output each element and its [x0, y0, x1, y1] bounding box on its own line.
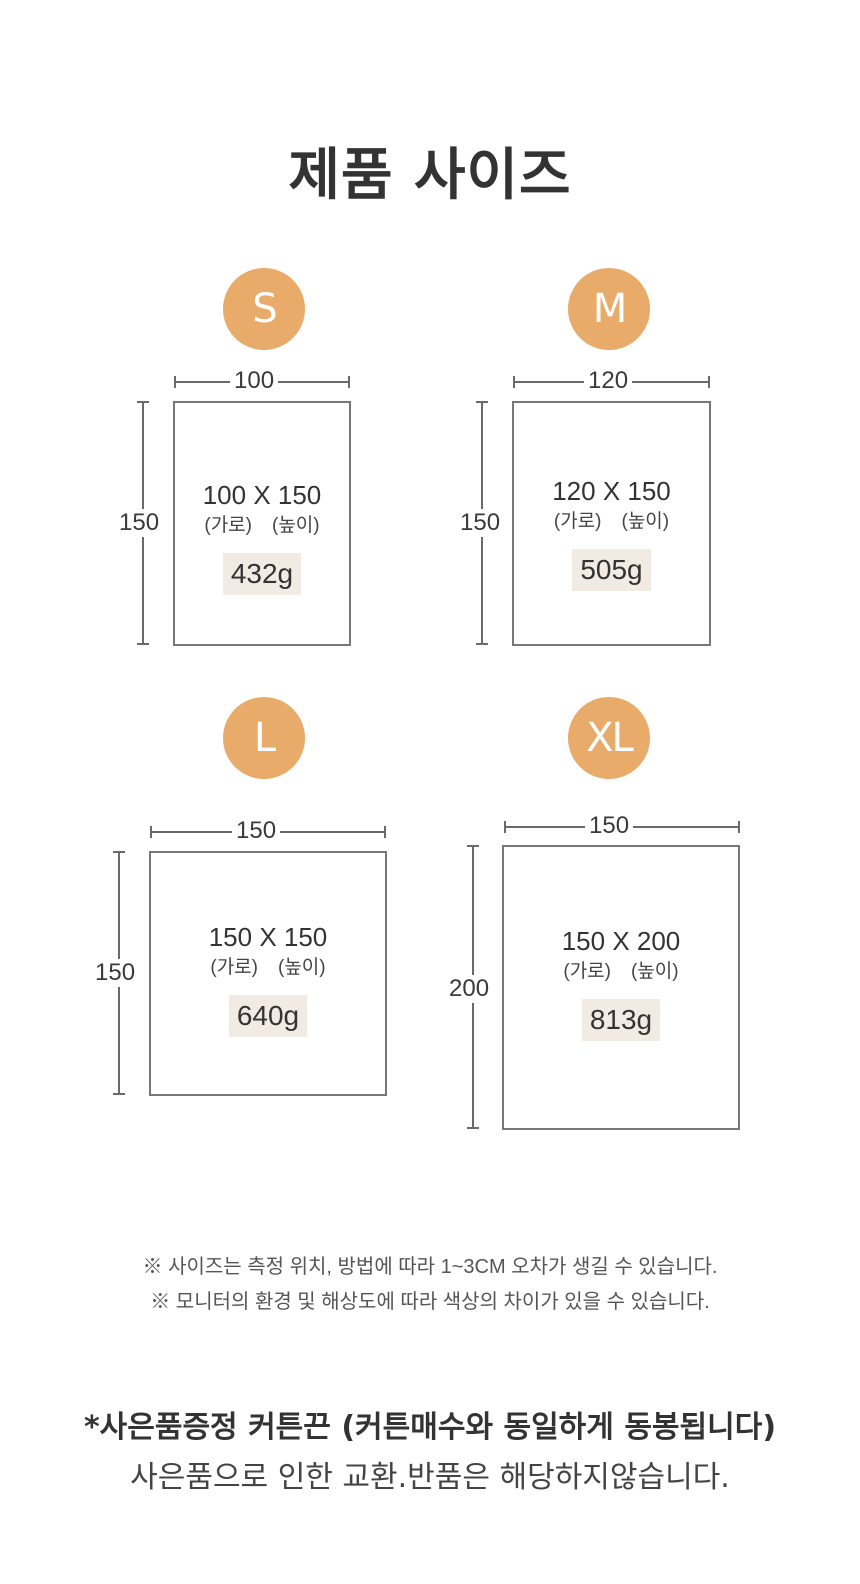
- dimensions-text: 150 X 150: [208, 922, 328, 952]
- height-label: 150: [115, 509, 164, 537]
- dimension-tick: [113, 851, 125, 853]
- axis-width-label: (가로): [204, 515, 252, 536]
- width-label: 150: [585, 812, 634, 840]
- dimension-tick: [476, 401, 488, 403]
- notes: ※ 사이즈는 측정 위치, 방법에 따라 1~3CM 오차가 생길 수 있습니다…: [0, 1250, 860, 1320]
- width-label: 150: [232, 817, 281, 845]
- size-badge: S: [223, 268, 305, 350]
- dimension-tick: [348, 376, 350, 388]
- dimension-tick: [137, 401, 149, 403]
- dimension-tick: [738, 821, 740, 833]
- size-box: 120 X 150 (가로) (높이) 505g: [512, 401, 711, 646]
- dimension-tick: [476, 643, 488, 645]
- size-box: 150 X 150 (가로) (높이) 640g: [149, 851, 387, 1096]
- page-title: 제품 사이즈: [288, 143, 572, 208]
- size-badge: XL: [568, 697, 650, 779]
- gift-title: *사은품증정 커튼끈 (커튼매수와 동일하게 동봉됩니다): [83, 1410, 777, 1445]
- weight-badge: 813g: [581, 999, 661, 1041]
- width-label: 120: [584, 367, 633, 395]
- axis-height-label: (높이): [272, 515, 320, 536]
- dimension-tick: [467, 845, 479, 847]
- axis-height-label: (높이): [621, 511, 670, 532]
- weight-badge: 505g: [572, 549, 651, 591]
- dimension-tick: [504, 821, 506, 833]
- dimension-tick: [174, 376, 176, 388]
- note-monitor: ※ 모니터의 환경 및 해상도에 따라 색상의 차이가 있을 수 있습니다.: [150, 1291, 710, 1313]
- axis-width-label: (가로): [210, 957, 258, 978]
- dimension-tick: [467, 1127, 479, 1129]
- dimension-tick: [513, 376, 515, 388]
- gift-subtitle: 사은품으로 인한 교환.반품은 해당하지않습니다.: [130, 1460, 730, 1495]
- dimensions-text: 120 X 150: [552, 476, 671, 506]
- axis-height-label: (높이): [278, 957, 326, 978]
- width-label: 100: [230, 367, 279, 395]
- dimension-tick: [384, 826, 386, 838]
- axis-width-label: (가로): [563, 961, 611, 982]
- height-label: 200: [445, 975, 494, 1003]
- size-box: 150 X 200 (가로) (높이) 813g: [502, 845, 740, 1130]
- height-label: 150: [91, 959, 140, 987]
- size-badge: M: [568, 268, 650, 350]
- dimensions-text: 100 X 150: [202, 480, 322, 510]
- axis-height-label: (높이): [631, 961, 679, 982]
- weight-badge: 432g: [222, 553, 302, 595]
- size-box: 100 X 150 (가로) (높이) 432g: [173, 401, 351, 646]
- height-label: 150: [456, 509, 505, 537]
- note-measurement: ※ 사이즈는 측정 위치, 방법에 따라 1~3CM 오차가 생길 수 있습니다…: [142, 1256, 718, 1278]
- weight-badge: 640g: [228, 995, 308, 1037]
- dimension-tick: [113, 1093, 125, 1095]
- dimension-tick: [137, 643, 149, 645]
- size-badge: L: [223, 697, 305, 779]
- dimension-tick: [708, 376, 710, 388]
- dimension-tick: [150, 826, 152, 838]
- axis-width-label: (가로): [553, 511, 602, 532]
- dimensions-text: 150 X 200: [561, 926, 681, 956]
